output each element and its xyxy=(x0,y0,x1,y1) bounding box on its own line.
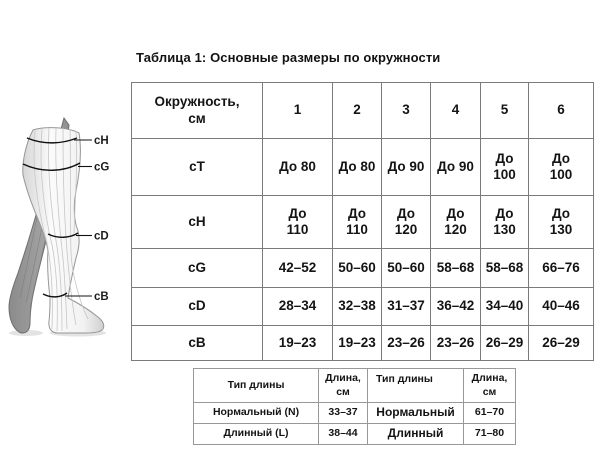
length-type-table: Тип длины Длина, см Тип длины Длина, см … xyxy=(193,368,516,445)
row-label-cell: cD xyxy=(131,287,263,326)
value-cell: 34–40 xyxy=(480,287,529,326)
row-label-cell: cT xyxy=(131,138,263,196)
value-cell: До 130 xyxy=(480,195,529,249)
front-leg-shape xyxy=(22,127,105,334)
length-type-cell: Нормальный xyxy=(367,402,464,424)
value-cell: До 100 xyxy=(480,138,529,196)
corner-header-cell: Окружность, см xyxy=(131,82,263,139)
row-label-cell: cH xyxy=(131,195,263,249)
table-row: Тип длины Длина, см Тип длины Длина, см xyxy=(193,368,516,403)
length-value-cell: 33–37 xyxy=(318,402,368,424)
page-title: Таблица 1: Основные размеры по окружност… xyxy=(136,50,441,65)
value-cell: 58–68 xyxy=(480,248,529,288)
measure-lines xyxy=(22,137,92,298)
value-cell: До 100 xyxy=(528,138,594,196)
length-type-cell: Нормальный (N) xyxy=(193,402,319,424)
value-cell: 40–46 xyxy=(528,287,594,326)
value-cell: 58–68 xyxy=(430,248,481,288)
table-row: Окружность, см 1 2 3 4 5 6 xyxy=(131,82,594,139)
row-label-cell: cG xyxy=(131,248,263,288)
leg-label-cD: cD xyxy=(94,231,109,243)
value-cell: 26–29 xyxy=(480,325,529,361)
leg-label-cB: cB xyxy=(94,291,109,303)
length-value-cell: 61–70 xyxy=(463,402,516,424)
value-cell: 42–52 xyxy=(262,248,333,288)
length-type-header: Тип длины xyxy=(193,368,319,403)
leg-label-cH: cH xyxy=(94,135,109,147)
value-cell: 36–42 xyxy=(430,287,481,326)
value-cell: 32–38 xyxy=(332,287,382,326)
size-header-cell: 4 xyxy=(430,82,481,139)
value-cell: До 120 xyxy=(430,195,481,249)
table-row: Нормальный (N) 33–37 Нормальный 61–70 xyxy=(193,402,516,424)
value-cell: 23–26 xyxy=(381,325,431,361)
value-cell: 26–29 xyxy=(528,325,594,361)
stocking-ribs xyxy=(33,127,89,332)
size-header-cell: 3 xyxy=(381,82,431,139)
table-row: Длинный (L) 38–44 Длинный 71–80 xyxy=(193,423,516,445)
value-cell: До 80 xyxy=(262,138,333,196)
leg-label-cG: cG xyxy=(94,162,109,174)
length-value-cell: 71–80 xyxy=(463,423,516,445)
length-type-header: Тип длины xyxy=(367,368,464,403)
size-header-cell: 2 xyxy=(332,82,382,139)
value-cell: 31–37 xyxy=(381,287,431,326)
row-label-cell: cB xyxy=(131,325,263,361)
value-cell: До 130 xyxy=(528,195,594,249)
value-cell: До 110 xyxy=(332,195,382,249)
length-cm-header: Длина, см xyxy=(318,368,368,403)
leg-measurement-diagram: cH cG cD cB xyxy=(8,116,109,337)
value-cell: До 110 xyxy=(262,195,333,249)
value-cell: 50–60 xyxy=(381,248,431,288)
value-cell: 23–26 xyxy=(430,325,481,361)
value-cell: 28–34 xyxy=(262,287,333,326)
value-cell: 19–23 xyxy=(332,325,382,361)
value-cell: 50–60 xyxy=(332,248,382,288)
length-type-cell: Длинный xyxy=(367,423,464,445)
table-row: cH До 110 До 110 До 120 До 120 До 130 До… xyxy=(131,195,594,249)
length-type-cell: Длинный (L) xyxy=(193,423,319,445)
size-header-cell: 1 xyxy=(262,82,333,139)
size-header-cell: 6 xyxy=(528,82,594,139)
value-cell: До 120 xyxy=(381,195,431,249)
table-row: cT До 80 До 80 До 90 До 90 До 100 До 100 xyxy=(131,138,594,196)
value-cell: До 90 xyxy=(430,138,481,196)
value-cell: 19–23 xyxy=(262,325,333,361)
value-cell: 66–76 xyxy=(528,248,594,288)
value-cell: До 90 xyxy=(381,138,431,196)
table-row: cB 19–23 19–23 23–26 23–26 26–29 26–29 xyxy=(131,325,594,361)
value-cell: До 80 xyxy=(332,138,382,196)
table-row: cD 28–34 32–38 31–37 36–42 34–40 40–46 xyxy=(131,287,594,326)
table-row: cG 42–52 50–60 50–60 58–68 58–68 66–76 xyxy=(131,248,594,288)
circumference-table: Окружность, см 1 2 3 4 5 6 cT До 80 До 8… xyxy=(131,82,594,361)
length-cm-header: Длина, см xyxy=(463,368,516,403)
size-header-cell: 5 xyxy=(480,82,529,139)
length-value-cell: 38–44 xyxy=(318,423,368,445)
